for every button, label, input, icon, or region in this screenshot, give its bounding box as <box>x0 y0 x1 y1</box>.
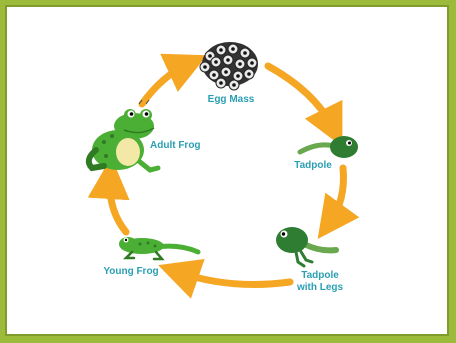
egg-mass-label: Egg Mass <box>196 94 266 106</box>
arrow-young-to-adult <box>110 178 126 232</box>
young-frog-label: Young Frog <box>96 266 166 278</box>
egg-mass-icon <box>200 42 258 90</box>
tadpole-icon <box>300 136 358 158</box>
arrow-tadpole-to-legs <box>330 168 343 222</box>
tadpole-with-legs-label: Tadpole with Legs <box>290 270 350 294</box>
young-frog-icon <box>119 237 198 259</box>
arrow-egg-to-tadpole <box>268 66 333 128</box>
tadpole-with-legs-icon <box>276 227 336 266</box>
adult-frog-icon <box>89 100 158 170</box>
tadpole-with-legs-label-line1: Tadpole <box>290 270 350 282</box>
tadpole-with-legs-label-line2: with Legs <box>290 282 350 294</box>
arrow-legs-to-young <box>178 272 290 284</box>
arrow-adult-to-egg <box>142 64 188 104</box>
adult-frog-label: Adult Frog <box>150 140 210 152</box>
tadpole-label: Tadpole <box>288 160 338 172</box>
